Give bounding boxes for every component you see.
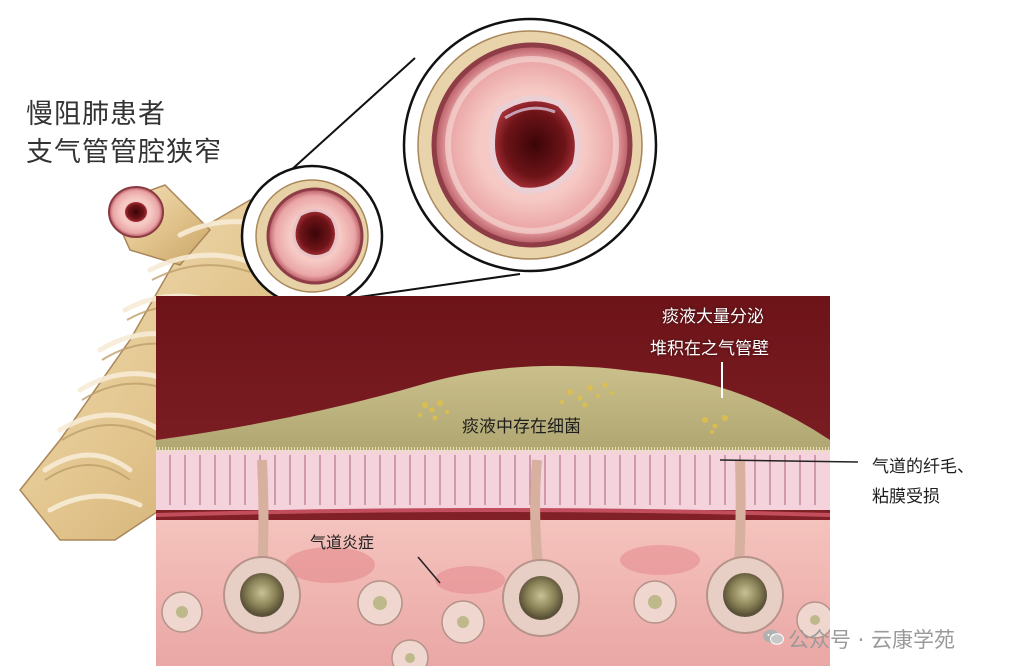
label-cilia-damage-2: 粘膜受损 [872,482,940,507]
label-bacteria: 痰液中存在细菌 [462,412,581,437]
large-zoom-circle [404,19,656,271]
small-zoom-circle [242,166,382,306]
label-inflammation: 气道炎症 [310,529,374,553]
wechat-icon [762,628,784,646]
title-line-1: 慢阻肺患者 [26,92,166,131]
label-mucus-secretion-1: 痰液大量分泌 [662,302,764,327]
watermark-text: 公众号 · 云康学苑 [788,624,955,654]
title-line-2: 支气管管腔狭窄 [26,130,222,169]
label-mucus-secretion-2: 堆积在之气管壁 [650,334,769,359]
label-cilia-damage-1: 气道的纤毛、 [872,452,974,477]
